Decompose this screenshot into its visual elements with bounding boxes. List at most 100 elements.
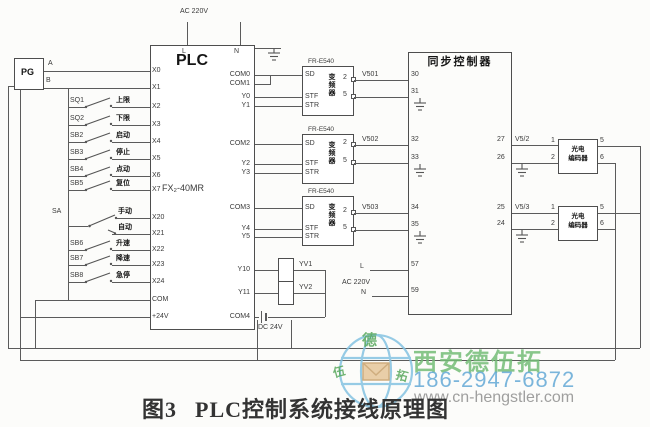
wire [512, 229, 558, 230]
valve-label: YV2 [299, 284, 313, 291]
switch-tag: 升速 [116, 240, 130, 247]
switch-name: SB6 [70, 240, 84, 247]
signal-label: V5/2 [515, 136, 530, 143]
wire [354, 213, 408, 214]
unit-terminal: 6 [600, 154, 604, 161]
wire [68, 159, 85, 160]
switch-name: SB3 [70, 149, 84, 156]
wire [354, 97, 408, 98]
wire [20, 360, 615, 361]
plc-l-terminal: L [182, 48, 186, 55]
wire [68, 282, 85, 283]
wire [8, 86, 9, 348]
switch-symbol [84, 240, 113, 252]
encoder-box [14, 58, 44, 90]
wire [268, 317, 325, 318]
sync-terminal: 24 [497, 220, 505, 227]
inverter-t5: 5 [343, 91, 347, 98]
wire [112, 107, 150, 108]
switch-tag: 下限 [116, 115, 130, 122]
switch-tag: 上限 [116, 97, 130, 104]
feedback-encoder-label: 编码器 [568, 155, 588, 162]
wire [598, 146, 640, 147]
switch-symbol [84, 97, 113, 109]
wire [112, 142, 150, 143]
unit-terminal: 5 [600, 204, 604, 211]
feedback-encoder-box [558, 139, 598, 174]
wire [291, 320, 292, 348]
sync-l-label: L [360, 263, 364, 270]
inverter-str: STR [305, 233, 319, 240]
switch-tag: 降速 [116, 255, 130, 262]
plc-output: Y2 [241, 160, 250, 167]
wire [255, 84, 271, 85]
wire [116, 218, 150, 219]
ground-icon [268, 48, 280, 61]
switch-name: SB5 [70, 180, 84, 187]
sync-terminal: 33 [411, 154, 419, 161]
switch-symbol [84, 115, 113, 127]
wire [255, 208, 302, 209]
inverter-t2: 2 [343, 207, 347, 214]
wire [68, 125, 85, 126]
switch-tag: 复位 [116, 180, 130, 187]
wire [44, 88, 150, 89]
wire [8, 86, 14, 87]
terminal-pad [351, 142, 356, 147]
wire [512, 163, 558, 164]
feedback-encoder-label: 光电 [571, 146, 585, 153]
sync-n-label: N [361, 289, 367, 296]
wire [255, 293, 278, 294]
inverter-core-label: 变频器 [328, 142, 336, 165]
terminal-pad [351, 210, 356, 215]
wire [20, 317, 150, 318]
sync-terminal: 27 [497, 136, 505, 143]
unit-terminal: 2 [551, 154, 555, 161]
switch-name: SB8 [70, 272, 84, 279]
wire [240, 22, 241, 45]
plc-n-terminal: N [234, 48, 240, 55]
encoder-label: PG [21, 67, 35, 77]
inverter-stf: STF [305, 160, 319, 167]
signal-label: V503 [362, 204, 379, 211]
wire [354, 80, 408, 81]
switch-symbol [84, 255, 113, 267]
plc-input: X22 [152, 246, 165, 253]
inverter-t5: 5 [343, 157, 347, 164]
wire [68, 265, 85, 266]
wire [257, 320, 258, 360]
sync-terminal: 31 [411, 88, 419, 95]
signal-label: V5/3 [515, 204, 530, 211]
wire [112, 282, 150, 283]
wire [68, 226, 88, 227]
plc-output: COM1 [229, 80, 250, 87]
inverter-sd: SD [305, 71, 315, 78]
switch-symbol [84, 180, 113, 192]
ground-icon [414, 164, 426, 177]
wire [370, 270, 408, 271]
wire [255, 229, 302, 230]
wire [325, 270, 326, 317]
plc-input: X6 [152, 172, 161, 179]
wire [255, 106, 302, 107]
inverter-stf: STF [305, 225, 319, 232]
wire [68, 190, 85, 191]
wire [112, 190, 150, 191]
inverter-t5: 5 [343, 224, 347, 231]
selector-up-tag: 手动 [118, 208, 132, 215]
wire [68, 88, 69, 300]
valve-coil [278, 258, 294, 282]
sync-ac-label: AC 220V [342, 279, 371, 286]
sync-terminal: 57 [411, 261, 419, 268]
valve-label: YV1 [299, 261, 313, 268]
plc-output: Y1 [241, 102, 250, 109]
signal-label: V502 [362, 136, 379, 143]
wire [640, 146, 641, 348]
wire [615, 163, 616, 360]
unit-terminal: 1 [551, 204, 555, 211]
switch-name: SB4 [70, 166, 84, 173]
plc-output: Y10 [237, 266, 250, 273]
plc-output: COM0 [229, 71, 250, 78]
